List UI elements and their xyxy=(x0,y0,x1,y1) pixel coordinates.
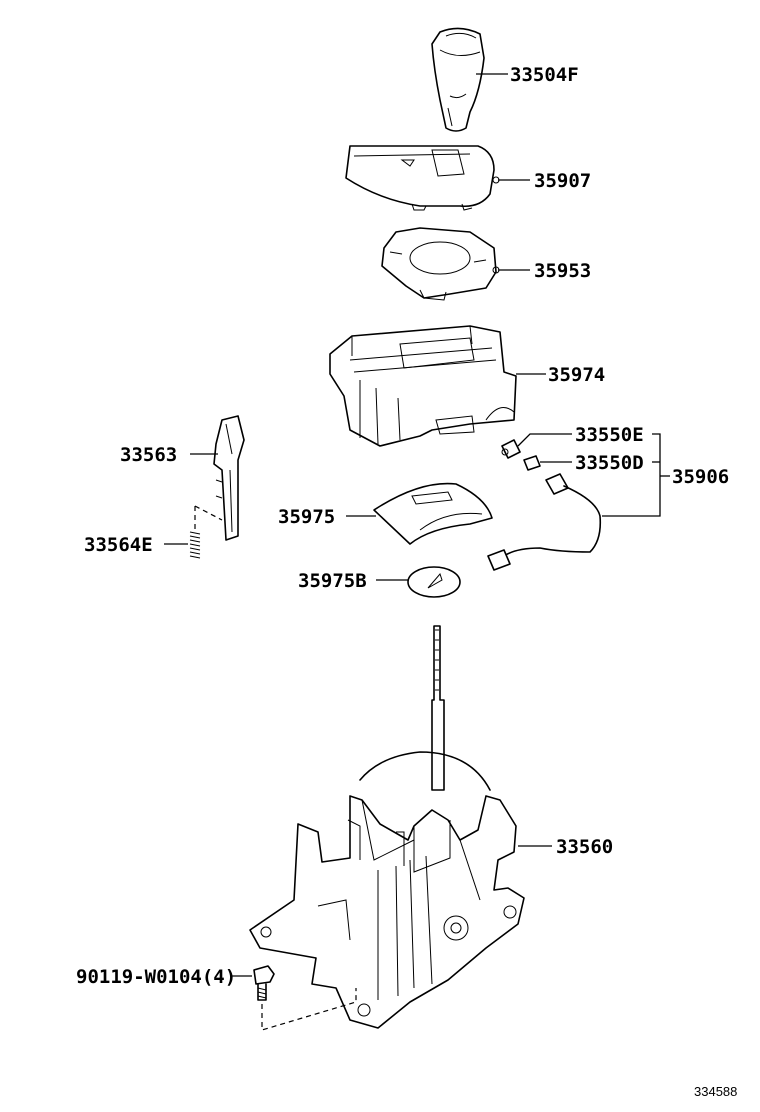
label-33550E: 33550E xyxy=(575,424,644,446)
bulb-33550D-drawing xyxy=(523,455,541,471)
label-35953: 35953 xyxy=(534,260,591,282)
label-90119-W0104: 90119-W0104(4) xyxy=(76,966,236,988)
lock-lever-drawing xyxy=(213,415,245,541)
shift-lever-assembly-drawing xyxy=(249,625,525,1029)
label-33504F: 33504F xyxy=(510,64,579,86)
label-33550D: 33550D xyxy=(575,452,644,474)
diagram-reference-number: 334588 xyxy=(694,1084,737,1099)
label-35975: 35975 xyxy=(278,506,335,528)
shift-knob-drawing xyxy=(431,27,485,132)
bolt-drawing xyxy=(253,965,357,1031)
bracket-35906 xyxy=(602,433,661,517)
label-35975B: 35975B xyxy=(298,570,367,592)
indicator-ring-drawing xyxy=(381,227,500,301)
label-35974: 35974 xyxy=(548,364,605,386)
label-33560: 33560 xyxy=(556,836,613,858)
shift-cover-drawing xyxy=(345,145,500,211)
leader-33550E xyxy=(517,433,572,447)
bulb-33550E-drawing xyxy=(501,439,521,459)
slide-cover-drawing xyxy=(373,482,493,545)
label-35907: 35907 xyxy=(534,170,591,192)
label-35906: 35906 xyxy=(672,466,729,488)
label-33563: 33563 xyxy=(120,444,177,466)
slide-plate-drawing xyxy=(407,566,461,598)
spring-drawing xyxy=(189,505,223,559)
label-33564E: 33564E xyxy=(84,534,153,556)
shift-housing-drawing xyxy=(329,325,517,447)
wire-harness-drawing xyxy=(487,473,602,571)
